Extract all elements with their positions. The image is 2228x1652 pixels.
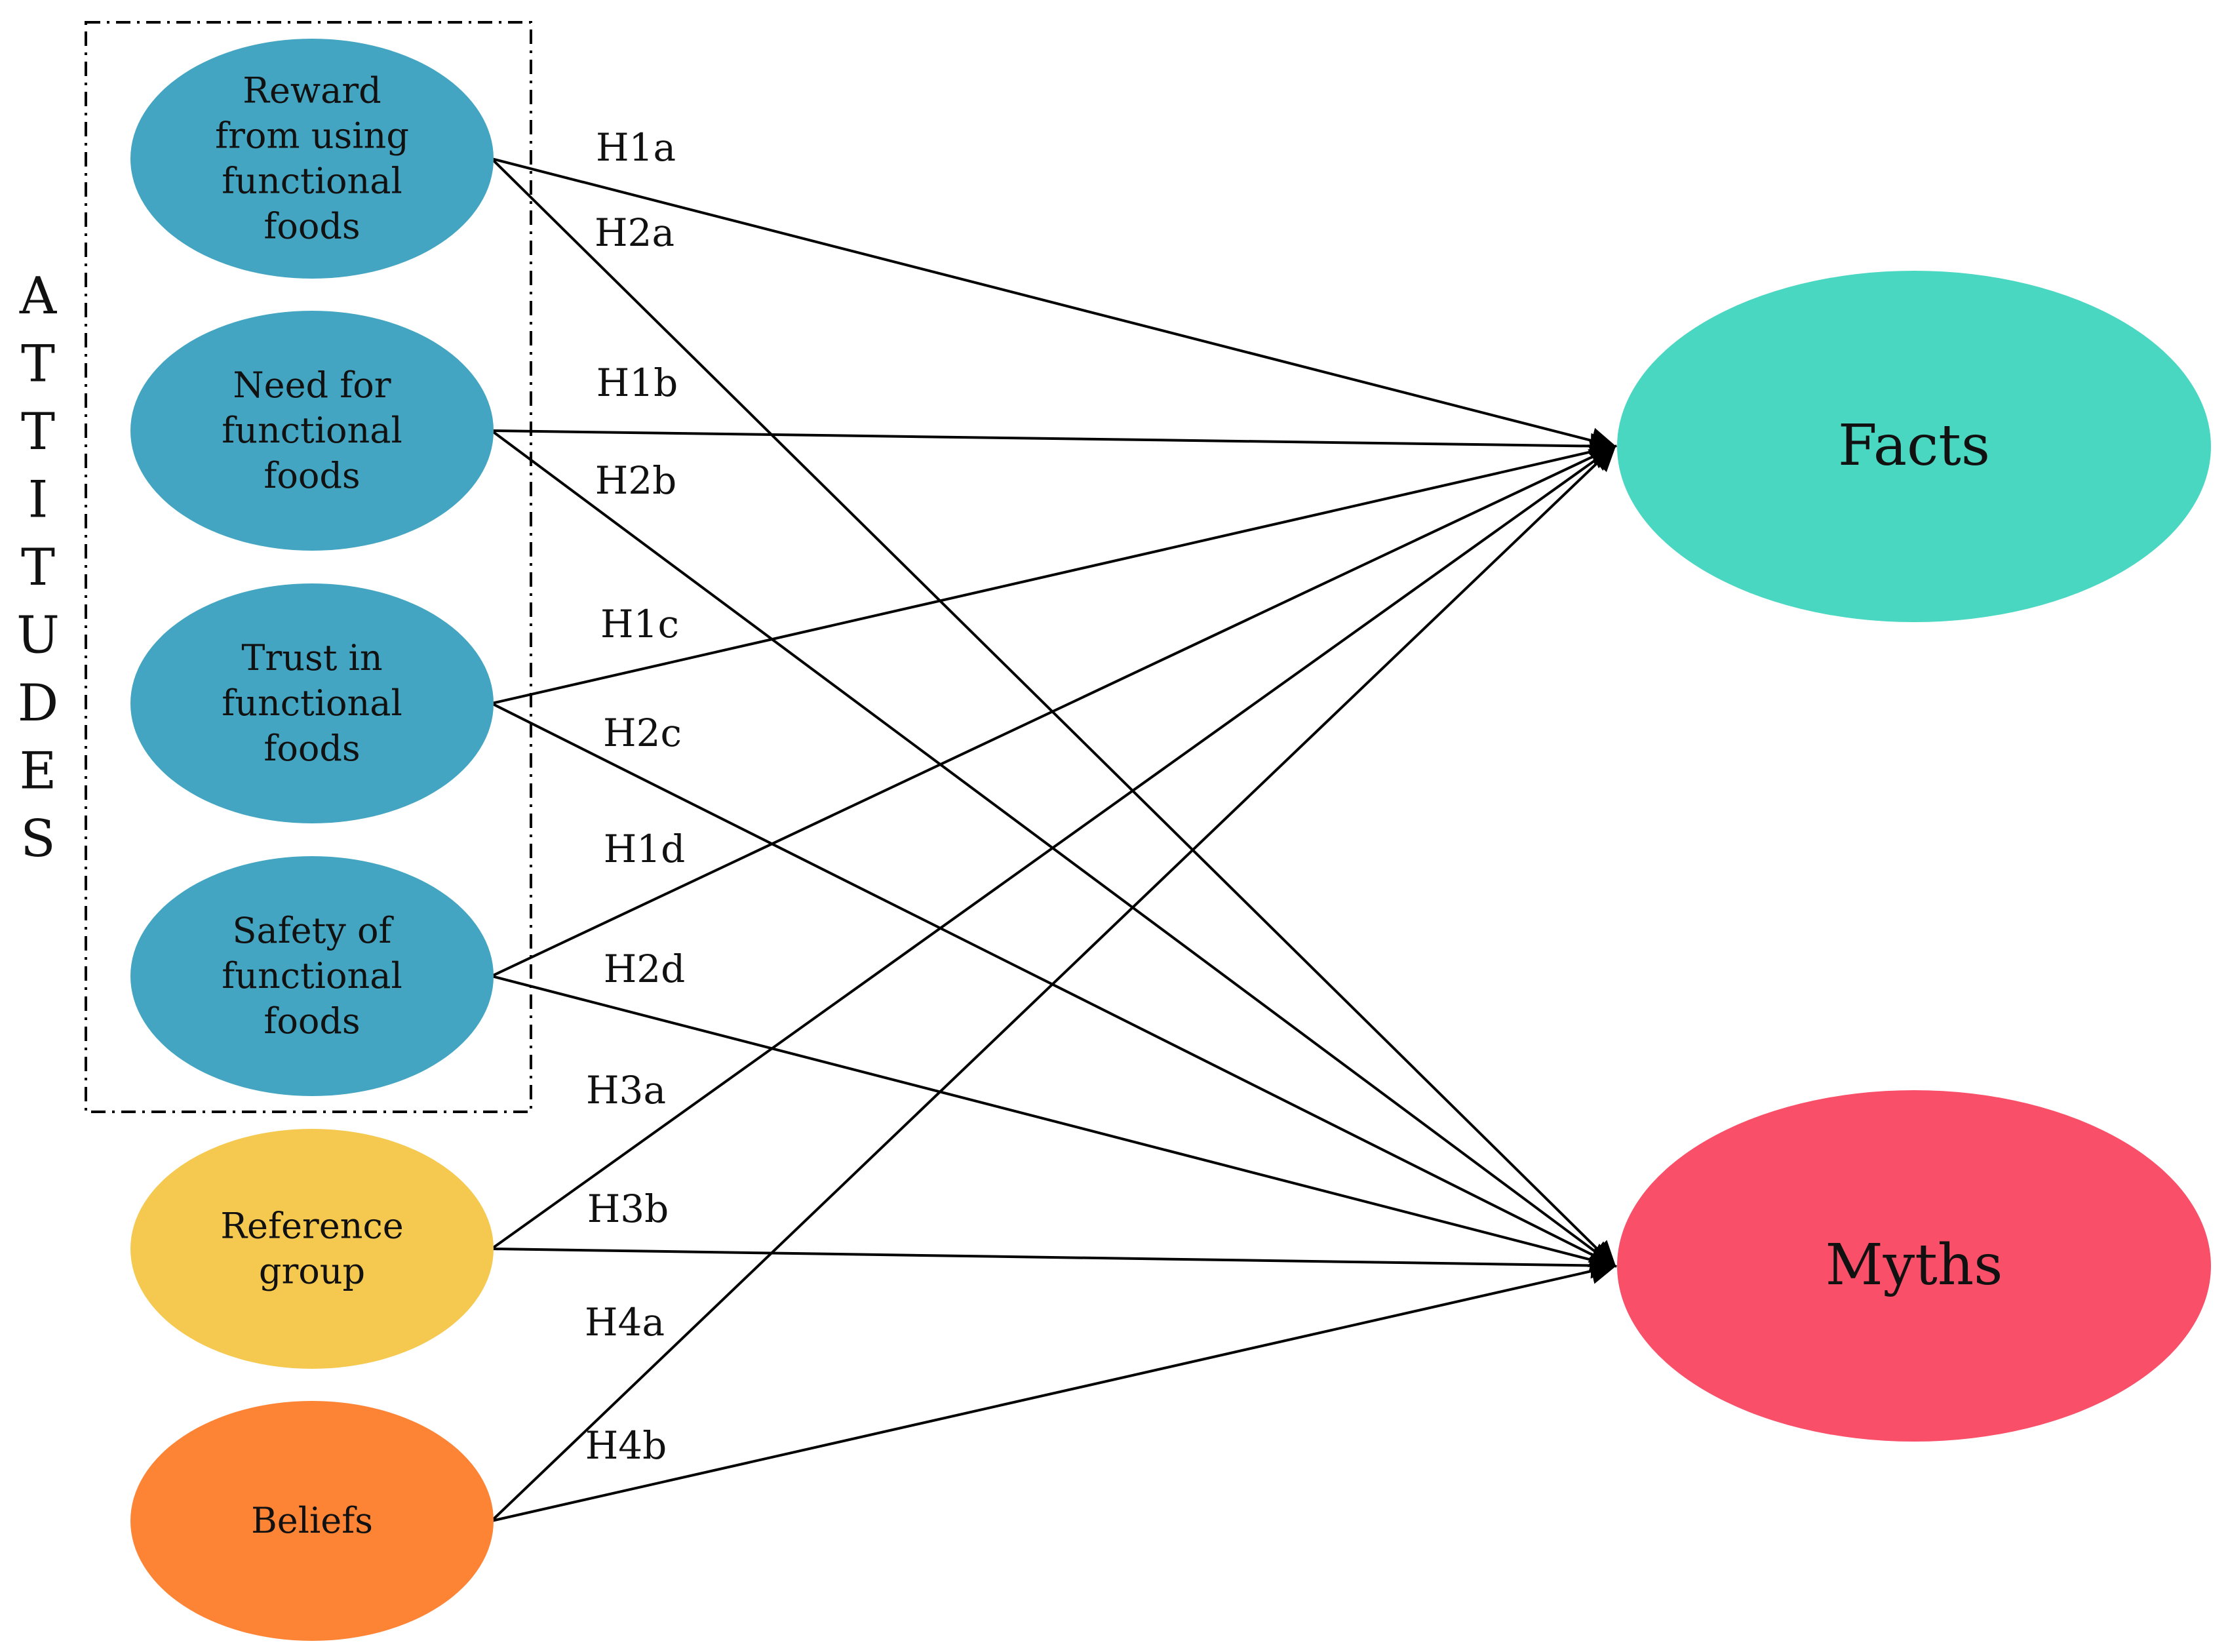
hypothesis-label-h3a: H3a — [586, 1068, 666, 1112]
hypothesis-label-h2b: H2b — [595, 458, 677, 503]
edge-beliefs-to-myths — [491, 1258, 1617, 1522]
hypothesis-label-h4a: H4a — [585, 1300, 665, 1345]
hypothesis-label-h1b: H1b — [596, 361, 678, 405]
node-beliefs-shape — [130, 1401, 494, 1641]
edge-safety-to-myths — [491, 975, 1617, 1273]
attitudes-group-box — [85, 21, 532, 1113]
node-beliefs-label: Beliefs — [251, 1500, 373, 1541]
edge-safety-to-facts — [491, 444, 1617, 977]
node-reward-shape — [130, 39, 494, 279]
node-safety-shape — [130, 856, 494, 1096]
hypothesis-label-h1a: H1a — [596, 125, 676, 170]
hypothesis-label-h4b: H4b — [585, 1423, 667, 1468]
outcome-facts-label: Facts — [1838, 413, 1990, 479]
node-trust-shape — [130, 583, 494, 823]
edges-layer — [490, 157, 1617, 1522]
node-reference-shape — [130, 1129, 494, 1369]
hypothesis-label-h1c: H1c — [600, 602, 679, 646]
edge-beliefs-to-facts — [490, 444, 1616, 1522]
hypothesis-label-h2a: H2a — [595, 210, 674, 255]
edge-reward-to-facts — [491, 157, 1617, 454]
node-beliefs: Beliefs — [130, 1401, 494, 1641]
hypothesis-label-h2c: H2c — [603, 711, 682, 755]
node-need-shape — [130, 311, 494, 551]
edge-reference-to-facts — [490, 444, 1617, 1250]
hypothesis-label-h2d: H2d — [604, 947, 686, 991]
outcome-facts-shape — [1617, 271, 2211, 622]
outcome-myths-shape — [1617, 1090, 2211, 1442]
outcome-myths: Myths — [1617, 1090, 2211, 1442]
edge-need-to-facts — [491, 429, 1617, 460]
edge-trust-to-facts — [491, 439, 1617, 705]
hypothesis-label-h3b: H3b — [587, 1187, 669, 1231]
edge-reference-to-myths — [491, 1248, 1617, 1279]
outcome-myths-label: Myths — [1826, 1232, 2003, 1298]
hypothesis-label-h1d: H1d — [604, 827, 686, 871]
outcome-facts: Facts — [1617, 271, 2211, 622]
